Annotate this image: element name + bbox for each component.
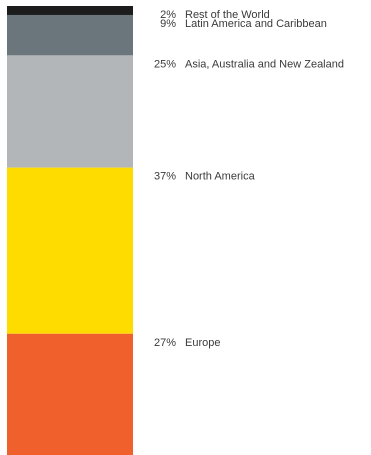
category-label-rest-of-the-world: Rest of the World [185,9,270,21]
data-label-asia-australia-and-new-zealand: 25% [154,58,176,70]
bar-segment-europe [7,333,133,455]
category-label-asia-australia-and-new-zealand: Asia, Australia and New Zealand [185,58,344,70]
data-label-europe: 27% [154,337,176,349]
bar-segment-latin-america-and-caribbean [7,14,133,56]
category-label-europe: Europe [185,337,220,349]
data-label-latin-america-and-caribbean: 9% [160,18,176,30]
bar-segment-north-america [7,167,133,334]
category-label-north-america: North America [185,171,256,183]
category-label-latin-america-and-caribbean: Latin America and Caribbean [185,18,327,30]
data-label-rest-of-the-world: 2% [160,9,176,21]
data-label-north-america: 37% [154,171,176,183]
bar-segment-rest-of-the-world [7,6,133,15]
bar-segment-asia-australia-and-new-zealand [7,55,133,168]
